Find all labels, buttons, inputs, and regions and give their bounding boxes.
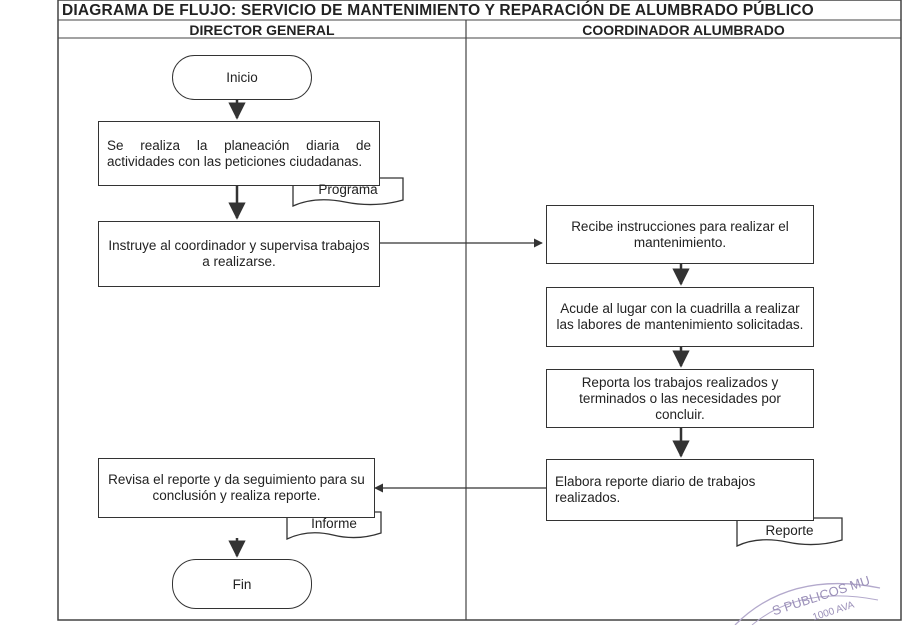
- process-planeacion-label: Se realiza la planeación diaria de activ…: [107, 137, 371, 169]
- process-elabora: Elabora reporte diario de trabajos reali…: [546, 459, 814, 521]
- lane-header-coordinador: COORDINADOR ALUMBRADO: [582, 22, 785, 38]
- terminal-fin-label: Fin: [232, 576, 252, 592]
- process-instruye: Instruye al coordinador y supervisa trab…: [98, 221, 380, 287]
- terminal-fin: Fin: [172, 559, 312, 609]
- stamp-seal-outline: [734, 582, 881, 625]
- process-elabora-label: Elabora reporte diario de trabajos reali…: [555, 474, 756, 505]
- terminal-inicio: Inicio: [172, 55, 312, 100]
- process-reporta-label: Reporta los trabajos realizados y termin…: [579, 374, 781, 422]
- process-reporta: Reporta los trabajos realizados y termin…: [546, 369, 814, 428]
- document-reporte-label: Reporte: [765, 522, 814, 538]
- document-shape-informe: [286, 511, 382, 541]
- process-acude: Acude al lugar con la cuadrilla a realiz…: [546, 287, 814, 347]
- process-planeacion: Se realiza la planeación diaria de activ…: [98, 121, 380, 186]
- document-shape-reporte: [736, 517, 843, 548]
- stamp-seal-inner: [751, 595, 879, 625]
- document-informe: Informe: [287, 512, 381, 534]
- process-recibe: Recibe instrucciones para realizar el ma…: [546, 205, 814, 264]
- diagram-border: [57, 0, 902, 621]
- process-instruye-label: Instruye al coordinador y supervisa trab…: [108, 238, 370, 269]
- lane-header-director: DIRECTOR GENERAL: [189, 22, 335, 38]
- process-recibe-label: Recibe instrucciones para realizar el ma…: [571, 218, 789, 250]
- process-acude-label: Acude al lugar con la cuadrilla a realiz…: [556, 301, 804, 332]
- terminal-inicio-label: Inicio: [226, 70, 258, 85]
- document-programa-label: Programa: [318, 181, 378, 197]
- document-reporte: Reporte: [737, 518, 842, 542]
- diagram-title: DIAGRAMA DE FLUJO: SERVICIO DE MANTENIMI…: [62, 2, 814, 19]
- process-revisa-label: Revisa el reporte y da seguimiento para …: [108, 472, 365, 503]
- document-programa: Programa: [293, 178, 403, 200]
- document-informe-label: Informe: [311, 515, 357, 531]
- process-revisa: Revisa el reporte y da seguimiento para …: [98, 458, 375, 518]
